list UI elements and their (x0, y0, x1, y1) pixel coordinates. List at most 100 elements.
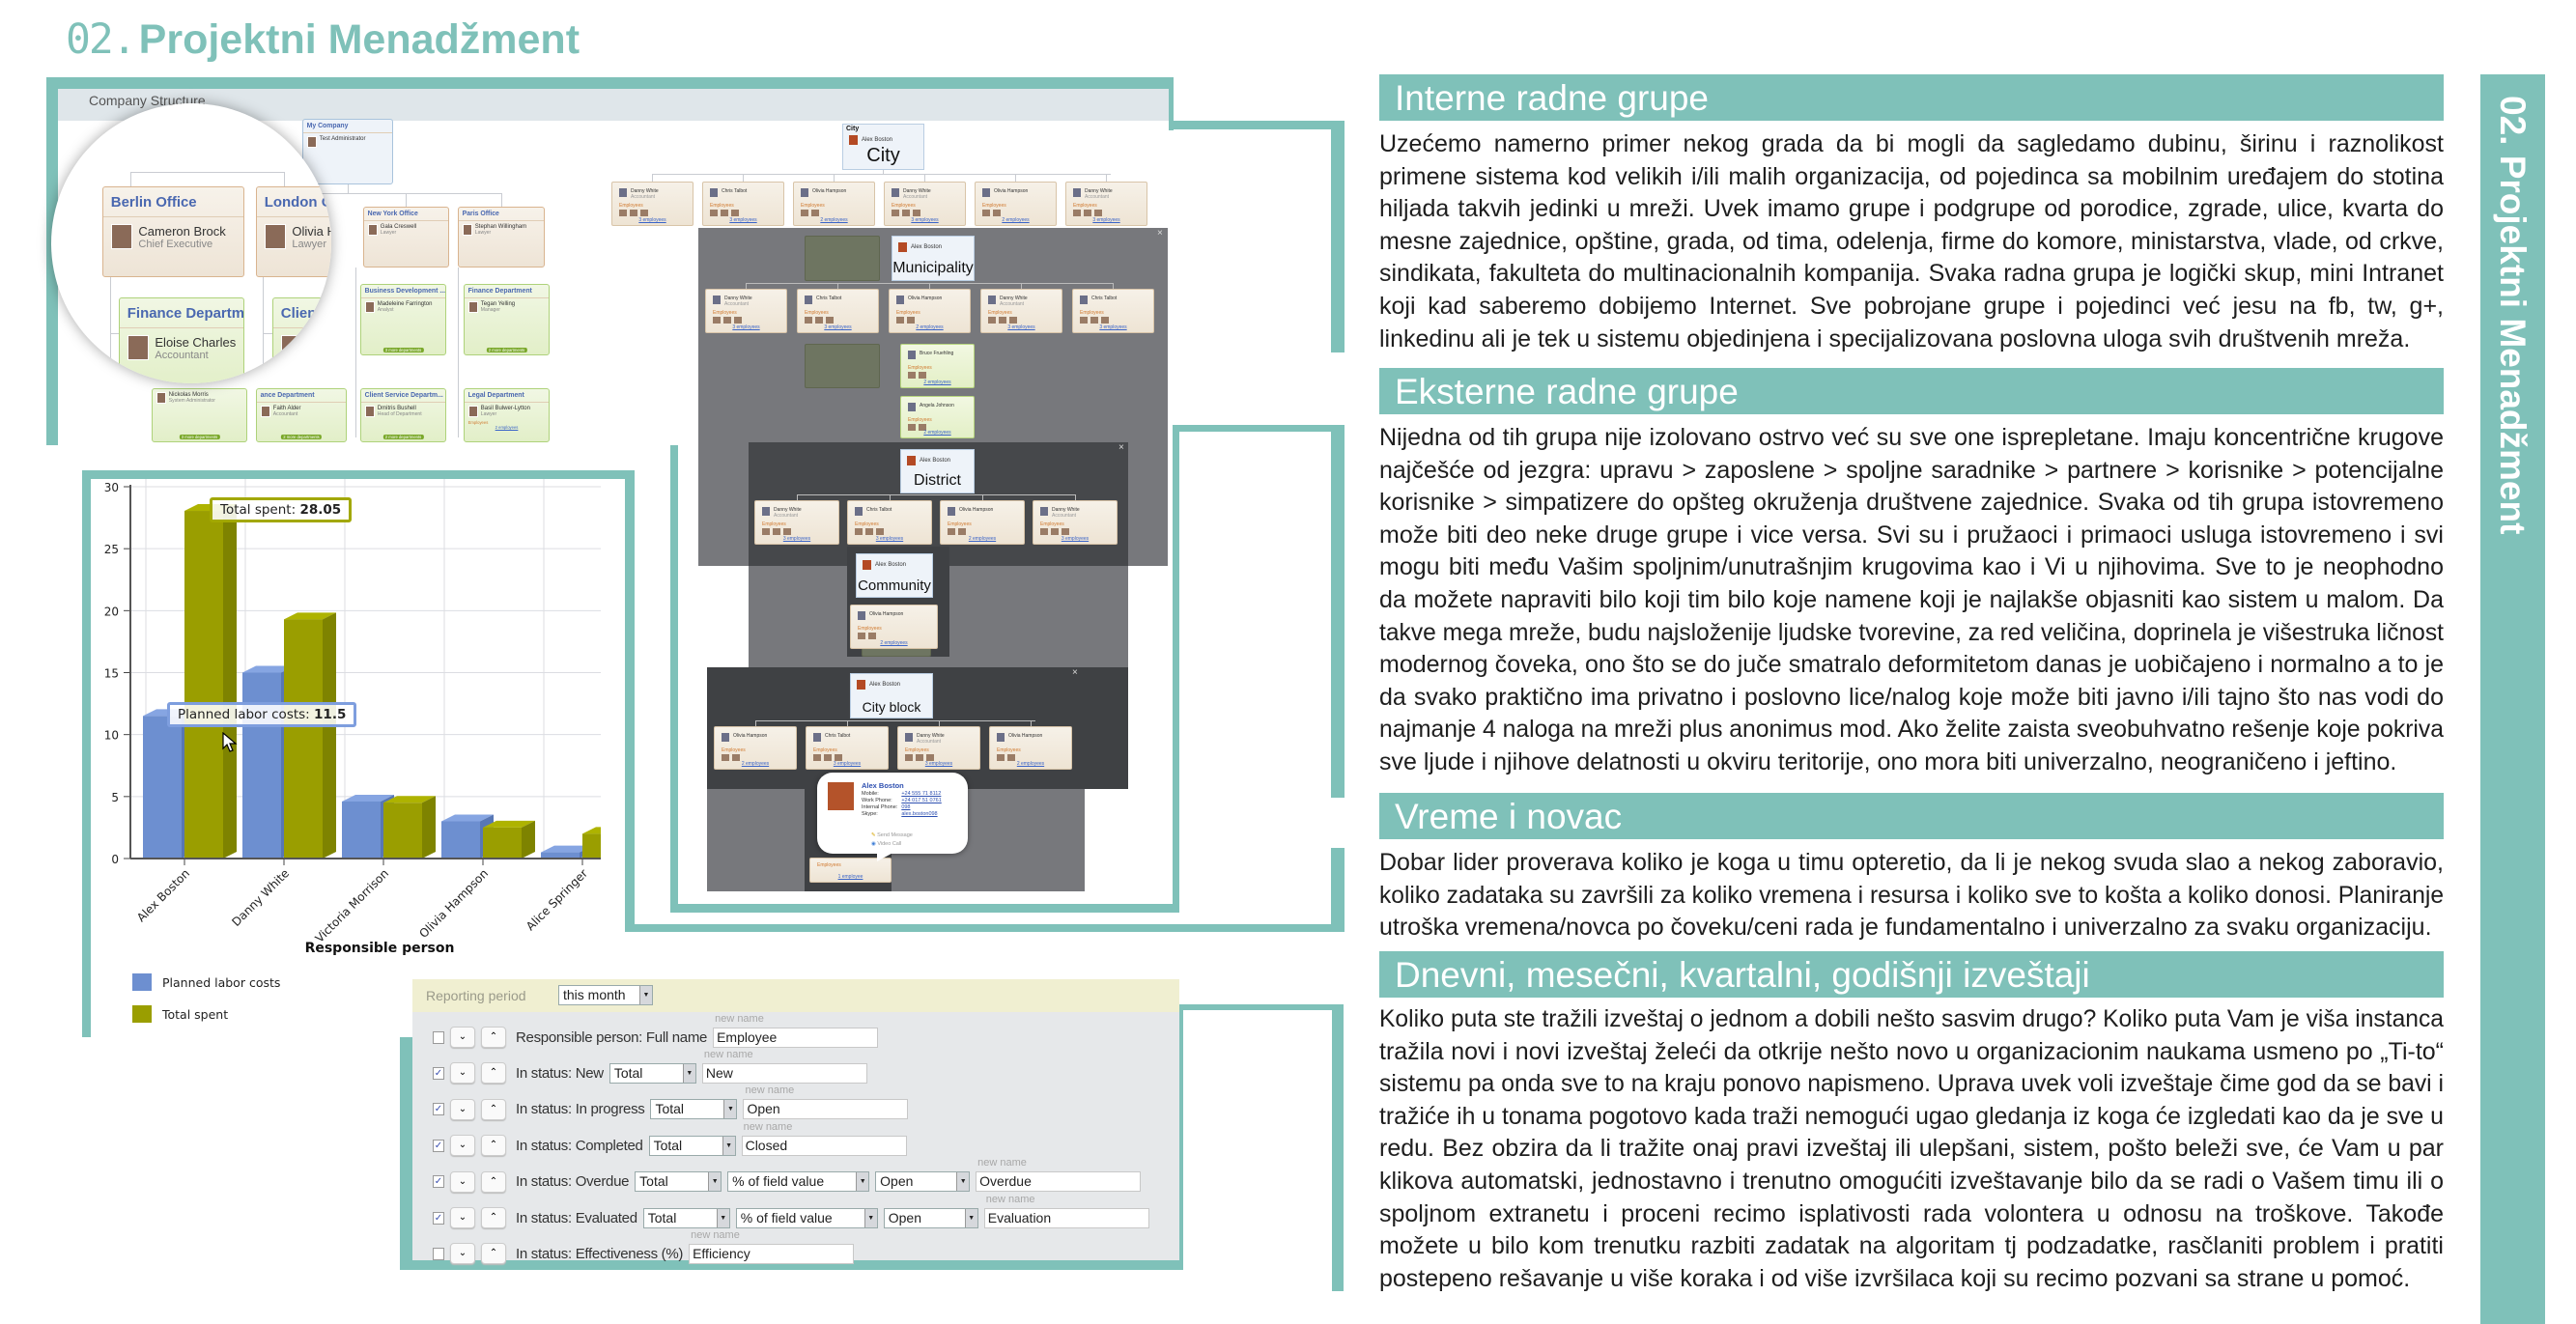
move-down-button[interactable]: ⌄ (450, 1062, 475, 1085)
new-name-input[interactable]: New (701, 1062, 867, 1084)
employees-link[interactable]: 3 employees (911, 217, 939, 223)
aggregation-select[interactable]: Open▼ (875, 1171, 971, 1193)
move-up-button[interactable]: ⌃ (481, 1027, 506, 1048)
include-checkbox[interactable]: ✓ (433, 1139, 444, 1152)
org-unit-box[interactable]: Client Service Departm...Dmitris Bushell… (360, 388, 446, 442)
org-unit-box[interactable]: Business Development ...Madeleine Farrin… (360, 284, 446, 355)
employees-link[interactable]: 3 employees (1007, 324, 1035, 330)
new-name-input[interactable]: Closed (741, 1135, 907, 1156)
move-down-button[interactable]: ⌄ (450, 1135, 475, 1157)
move-down-button[interactable]: ⌄ (450, 1098, 475, 1120)
move-down-button[interactable]: ⌄ (450, 1207, 475, 1228)
contact-field-value[interactable]: +24 017 51 0761 (901, 798, 942, 803)
aggregation-select[interactable]: % of field value▼ (735, 1207, 878, 1228)
new-name-input[interactable]: Overdue (976, 1171, 1142, 1193)
employees-link[interactable]: 2 employees (1002, 217, 1030, 223)
employees-link[interactable]: 2 employees (741, 761, 770, 767)
new-name-input[interactable]: Evaluation (983, 1207, 1149, 1228)
contact-field-value[interactable]: +24 555 71 8112 (901, 791, 942, 797)
employees-link[interactable]: 3 employees (824, 324, 852, 330)
employees-link[interactable]: 2 employees (916, 324, 944, 330)
employees-link[interactable]: 2 employees (880, 640, 908, 646)
new-name-input[interactable]: Open (743, 1099, 909, 1120)
move-up-button[interactable]: ⌃ (481, 1243, 506, 1265)
contact-field-value[interactable]: 098 (901, 804, 911, 810)
include-checkbox[interactable]: ✓ (433, 1066, 444, 1080)
close-icon[interactable]: × (1118, 442, 1124, 453)
employees-link[interactable]: 3 employees (1099, 324, 1127, 330)
employees-link[interactable]: 2 employees (923, 380, 951, 385)
employees-link[interactable]: 2 employees (968, 536, 997, 542)
close-icon[interactable]: × (1157, 228, 1163, 239)
include-checkbox[interactable]: ✓ (433, 1103, 444, 1116)
send-message-link[interactable]: ✎ Send Message (871, 832, 913, 838)
new-name-input[interactable]: Efficiency (689, 1243, 855, 1264)
employees-link[interactable]: 2 employees (923, 430, 951, 436)
include-checkbox[interactable]: ✓ (433, 1175, 444, 1189)
include-checkbox[interactable] (433, 1247, 444, 1260)
org-unit-box[interactable]: Client ServicJoelLa (272, 297, 331, 372)
move-up-button[interactable]: ⌃ (481, 1098, 506, 1120)
move-down-button[interactable]: ⌄ (450, 1243, 475, 1265)
contact-field-value[interactable]: alex.boston098 (901, 811, 938, 817)
employees-link[interactable]: 1 employee (837, 874, 863, 880)
more-departments-link[interactable]: 3 more departments (382, 348, 424, 352)
more-departments-link[interactable]: 2 more departments (280, 435, 323, 439)
employees-link[interactable]: 3 employees (638, 217, 666, 223)
employees-link[interactable]: 2 employees (820, 217, 848, 223)
employees-link[interactable]: 2 employees (1016, 761, 1045, 767)
aggregation-select[interactable]: Total▼ (609, 1062, 696, 1084)
more-departments-link[interactable]: 2 more departments (486, 348, 527, 352)
employees-link[interactable]: 3 employees (782, 536, 811, 542)
more-departments-link[interactable]: 3 more departments (179, 435, 220, 439)
move-down-button[interactable]: ⌄ (450, 1027, 475, 1048)
video-call-link[interactable]: ◉ Video Call (871, 841, 901, 847)
new-name-input[interactable]: Employee (713, 1027, 879, 1048)
employees-link[interactable]: 3 employees (729, 217, 757, 223)
move-up-button[interactable]: ⌃ (481, 1170, 506, 1193)
aggregation-select[interactable]: Open▼ (883, 1207, 978, 1228)
move-up-button[interactable]: ⌃ (481, 1062, 506, 1085)
employees-link[interactable]: 3 employees (1092, 217, 1120, 223)
aggregation-select[interactable]: Total▼ (648, 1135, 736, 1156)
aggregation-select[interactable]: Total▼ (642, 1207, 730, 1228)
employees-link[interactable]: 3 employees (924, 761, 953, 767)
employees-link[interactable]: 3 employees (875, 536, 904, 542)
reporting-period-select[interactable]: this month▼ (558, 985, 653, 1005)
employees-link[interactable]: 3 employees (1061, 536, 1090, 542)
employees-link[interactable]: 3 employees (732, 324, 760, 330)
aggregation-select[interactable]: Total▼ (650, 1099, 738, 1120)
close-icon[interactable]: × (1072, 667, 1078, 678)
